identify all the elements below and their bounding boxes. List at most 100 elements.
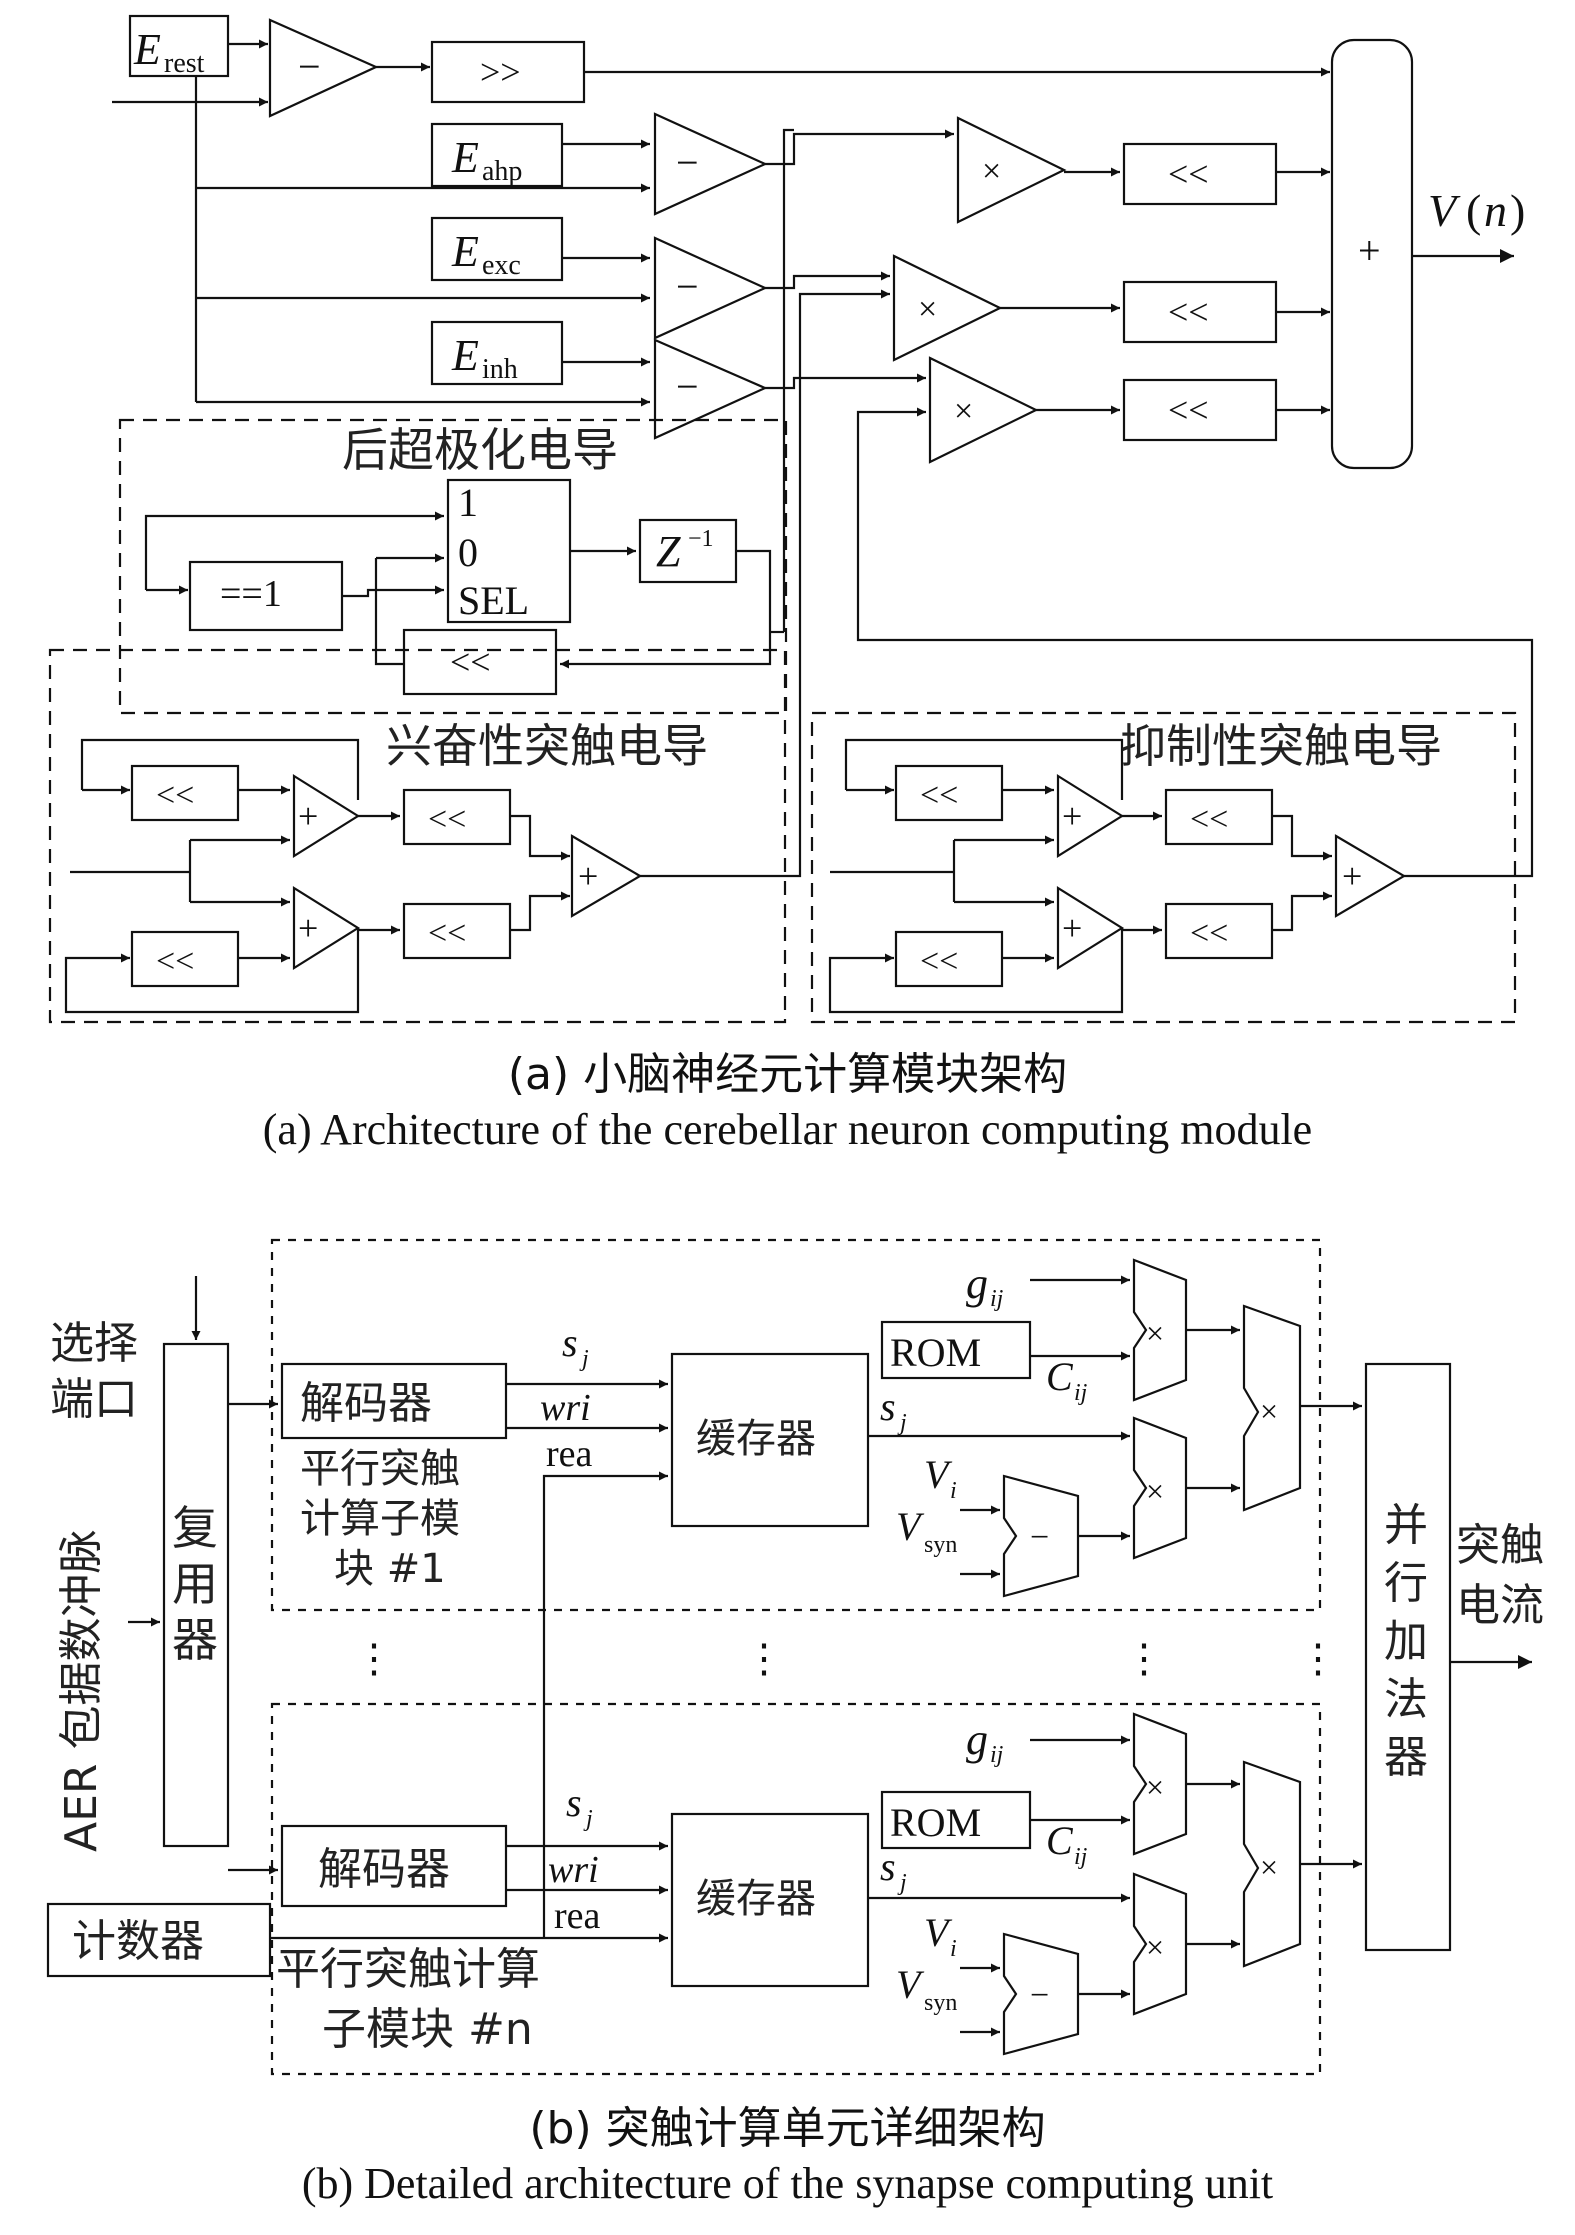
counter-block (46, 1902, 272, 1978)
svg-text:ij: ij (1074, 1380, 1088, 1406)
caption-a-cn: (a) 小脑神经元计算模块架构 (507, 1049, 1068, 1100)
exc-region (48, 648, 787, 1024)
exc-shl-1 (130, 764, 240, 822)
svg-text:加: 加 (1384, 1616, 1428, 1667)
svg-text:行: 行 (1384, 1558, 1428, 1609)
svg-text:+: + (578, 856, 598, 896)
svg-text:复: 复 (172, 1501, 218, 1555)
svg-text:器: 器 (172, 1613, 218, 1667)
buffer-n (670, 1812, 870, 1988)
svg-text:×: × (1146, 1473, 1164, 1509)
svg-text:<<: << (428, 915, 466, 952)
svg-text:ij: ij (990, 1742, 1004, 1768)
svg-text:+: + (1342, 856, 1362, 896)
svg-text:用: 用 (172, 1557, 218, 1611)
svg-text:i: i (950, 1936, 957, 1962)
inh-region-title: 抑制性突触电导 (1120, 719, 1442, 773)
svg-text:−1: −1 (688, 526, 714, 552)
final-adder (1330, 38, 1414, 470)
svg-text:缓存器: 缓存器 (696, 1876, 816, 1922)
svg-text:选择: 选择 (50, 1318, 138, 1369)
mul-3 (928, 356, 1039, 464)
svg-text:syn: syn (924, 1990, 957, 2016)
svg-text:+: + (1062, 908, 1082, 948)
svg-text:⋮: ⋮ (1124, 1636, 1164, 1681)
svg-text:<<: << (428, 801, 466, 838)
bn-sub (1002, 1932, 1080, 2056)
exc-region-title: 兴奋性突触电导 (386, 719, 708, 773)
svg-text:⋮: ⋮ (1298, 1636, 1338, 1681)
e-exc-box (430, 216, 564, 282)
svg-text:g: g (966, 1715, 988, 1764)
svg-text:==1: ==1 (220, 573, 282, 615)
svg-text:−: − (676, 264, 699, 309)
mul-1 (956, 116, 1067, 224)
svg-text:突触: 突触 (1456, 1520, 1544, 1571)
svg-text:wri: wri (548, 1849, 599, 1891)
svg-text:g: g (966, 1259, 988, 1308)
inh-shl-1 (894, 764, 1004, 822)
svg-text:1: 1 (458, 480, 478, 525)
svg-text:<<: << (156, 777, 194, 814)
decoder-1 (280, 1362, 508, 1440)
svg-text:>>: >> (480, 52, 521, 92)
svg-text:inh: inh (482, 354, 518, 385)
svg-text:<<: << (1190, 801, 1228, 838)
shl-box-1 (1122, 142, 1278, 206)
svg-text:端口: 端口 (50, 1374, 138, 1425)
svg-text:解码器: 解码器 (300, 1378, 432, 1429)
svg-text:wri: wri (540, 1387, 591, 1429)
sub-ahp (653, 112, 768, 216)
svg-text:计数器: 计数器 (72, 1916, 204, 1967)
svg-text:): ) (1510, 185, 1525, 236)
svg-text:rea: rea (554, 1895, 601, 1937)
e-ahp-box (430, 122, 564, 188)
svg-text:0: 0 (458, 530, 478, 575)
svg-text:×: × (954, 393, 973, 430)
caption-b-cn: (b) 突触计算单元详细架构 (529, 2103, 1046, 2154)
svg-text:×: × (1146, 1315, 1164, 1351)
svg-text:电流: 电流 (1456, 1580, 1544, 1631)
svg-text:C: C (1046, 1818, 1074, 1863)
aer-input-label: AER 包据数冲脉 (56, 1530, 107, 1852)
svg-text:<<: << (1168, 390, 1209, 430)
svg-text:平行突触计算: 平行突触计算 (276, 1944, 540, 1995)
b1-sub (1002, 1474, 1080, 1598)
svg-text:ROM: ROM (890, 1330, 981, 1375)
svg-text:j: j (583, 1806, 593, 1832)
b1-mul-a (1132, 1258, 1188, 1402)
svg-text:−: − (1030, 1519, 1049, 1556)
bn-mul-c (1242, 1760, 1302, 1968)
part-a-labels: E rest E ahp E exc E inh − − − − × × × >… (133, 25, 1525, 980)
e-rest-box (128, 14, 230, 78)
svg-text:子模块 #n: 子模块 #n (322, 2004, 533, 2055)
svg-text:+: + (298, 908, 318, 948)
svg-text:−: − (1030, 1977, 1049, 2014)
svg-text:+: + (1062, 796, 1082, 836)
svg-text:<<: << (450, 642, 491, 682)
ahp-shl-box (402, 628, 558, 696)
sub-rest (268, 18, 379, 118)
svg-text:V: V (896, 1962, 925, 2007)
svg-text:j: j (897, 1870, 907, 1896)
svg-text:<<: << (920, 943, 958, 980)
svg-text:×: × (1146, 1929, 1164, 1965)
svg-text:syn: syn (924, 1532, 957, 1558)
svg-text:ij: ij (1074, 1844, 1088, 1870)
svg-text:器: 器 (1384, 1732, 1428, 1783)
sub-exc (653, 236, 768, 340)
svg-text:<<: << (1168, 154, 1209, 194)
exc-add-2 (292, 886, 361, 970)
svg-text:法: 法 (1384, 1674, 1428, 1725)
svg-text:<<: << (156, 943, 194, 980)
caption-b-en: (b) Detailed architecture of the synapse… (301, 2159, 1274, 2208)
svg-text:×: × (1146, 1769, 1164, 1805)
ahp-region (118, 418, 788, 715)
svg-text:rest: rest (164, 48, 205, 79)
svg-text:V: V (924, 1910, 953, 1955)
buffer-1 (670, 1352, 870, 1528)
svg-text:E: E (451, 227, 479, 276)
submodule-1-region (270, 1238, 1322, 1612)
svg-text:×: × (1260, 1849, 1278, 1885)
svg-text:⋮: ⋮ (744, 1636, 784, 1681)
